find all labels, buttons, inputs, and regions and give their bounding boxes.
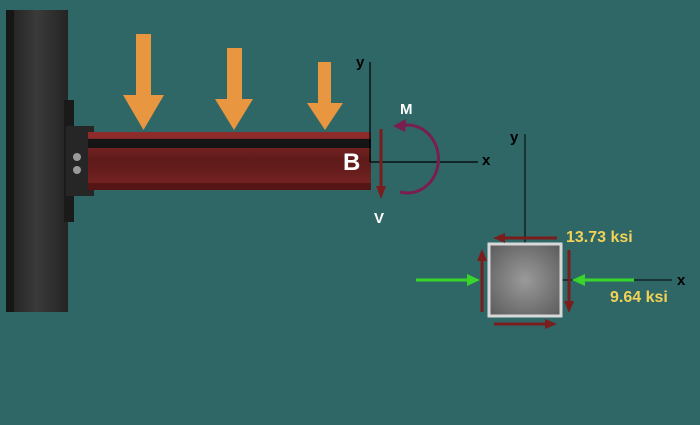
moment-label: M	[400, 101, 413, 118]
load-arrows	[123, 34, 343, 130]
bolt	[73, 153, 81, 161]
beam-x-axis-label: x	[482, 152, 491, 169]
shear-stress-value: 13.73 ksi	[566, 229, 633, 246]
element-y-axis-label: y	[510, 129, 519, 146]
beam-y-axis-label: y	[356, 54, 365, 71]
shear-label: V	[374, 210, 385, 227]
shear-arrow	[376, 129, 386, 199]
load-arrow	[123, 34, 164, 130]
cantilever-beam	[88, 132, 371, 190]
stress-element-square	[487, 242, 563, 318]
beam-top-flange	[88, 132, 371, 138]
load-arrow	[215, 48, 253, 130]
beam-axes	[369, 62, 478, 163]
element-x-axis-label: x	[677, 272, 686, 289]
wall-edge	[6, 10, 14, 312]
bolt	[73, 166, 81, 174]
wall-support	[6, 10, 74, 312]
normal-stress-value: 9.64 ksi	[610, 289, 668, 306]
load-arrow	[307, 62, 343, 130]
stress-element	[487, 242, 563, 318]
beam-bottom-flange	[88, 183, 371, 190]
point-b-label: B	[343, 149, 361, 176]
shear-stress-arrows	[477, 233, 574, 329]
wall-column	[6, 10, 68, 312]
normal-stress-arrows	[416, 274, 634, 286]
moment-arrow	[393, 119, 440, 195]
beam-flange-shadow	[88, 139, 371, 148]
